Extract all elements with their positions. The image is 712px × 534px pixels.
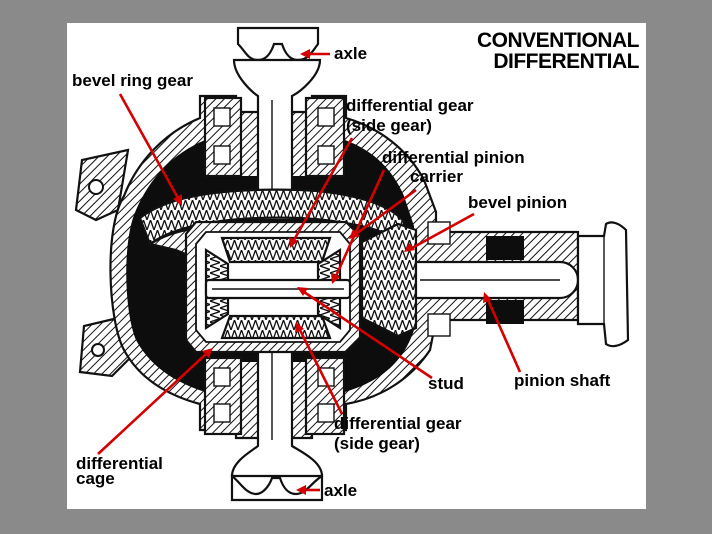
bearing-roller [317, 403, 335, 423]
leader-bevel-pinion [411, 212, 475, 250]
arrowhead [289, 237, 298, 248]
differential-gear-set [204, 236, 352, 340]
arrowhead [296, 485, 306, 495]
arrowhead [173, 194, 182, 206]
bearing-roller [213, 403, 231, 423]
leader-carrier [355, 188, 417, 236]
arrowhead [202, 348, 213, 358]
pinion-bearing [486, 236, 524, 260]
leader-stud [303, 290, 433, 380]
label-cage: cage [76, 469, 115, 488]
upper-bearings [203, 96, 346, 178]
title-line-2: DIFFERENTIAL [493, 50, 639, 73]
pinion-bearing [486, 300, 524, 324]
arrowhead [349, 229, 360, 239]
label-axle-bottom: axle [324, 481, 357, 500]
arrowhead [483, 292, 492, 303]
mounting-hole [91, 343, 105, 357]
leader-differential-pinion [334, 169, 386, 277]
leader-differential-gear-bottom [298, 329, 344, 415]
bevel-pinion-assembly [360, 221, 630, 348]
label-differential-cage: differential [76, 454, 163, 473]
arrowhead [300, 49, 310, 59]
label-axle-top: axle [334, 44, 367, 63]
arrowhead [295, 322, 304, 333]
diagram-title: CONVENTIONAL DIFFERENTIAL [477, 29, 640, 73]
leader-differential-cage [97, 353, 207, 455]
axle-flange [230, 473, 324, 502]
lower-side-gear [220, 314, 332, 340]
upper-side-gear [220, 236, 332, 264]
title-line-1: CONVENTIONAL [477, 29, 640, 52]
lower-axle [230, 320, 324, 502]
bearing-roller [213, 367, 231, 387]
axle-shaft-upper [232, 58, 322, 222]
label-side-gear-top: (side gear) [346, 116, 432, 135]
arrowhead [404, 243, 415, 252]
leader-bevel-ring-gear [118, 93, 180, 199]
label-differential-gear-top: differential gear [346, 96, 474, 115]
pinion-bearing [427, 313, 451, 337]
bearing-roller [317, 107, 335, 127]
label-bevel-ring-gear: bevel ring gear [72, 71, 193, 90]
bearing-roller [317, 145, 335, 165]
label-differential-gear-bottom: differential gear [334, 414, 462, 433]
label-differential-pinion: differential pinion [382, 148, 525, 167]
label-stud: stud [428, 374, 464, 393]
leader-lines [97, 49, 522, 495]
bevel-pinion [360, 222, 418, 338]
pinion-flange [576, 221, 630, 348]
label-bevel-pinion: bevel pinion [468, 193, 567, 212]
lower-bearings [203, 356, 346, 436]
arrowhead [331, 273, 340, 284]
mounting-hole [88, 179, 104, 195]
callout-labels: axle bevel ring gear differential gear (… [72, 44, 611, 500]
leader-differential-gear-top [292, 137, 354, 241]
arrowhead [297, 287, 308, 296]
label-pinion-shaft: pinion shaft [514, 371, 611, 390]
label-carrier: carrier [410, 167, 463, 186]
bearing-roller [213, 107, 231, 127]
label-side-gear-bottom: (side gear) [334, 434, 420, 453]
leader-pinion-shaft [486, 299, 522, 373]
bearing-roller [213, 145, 231, 165]
